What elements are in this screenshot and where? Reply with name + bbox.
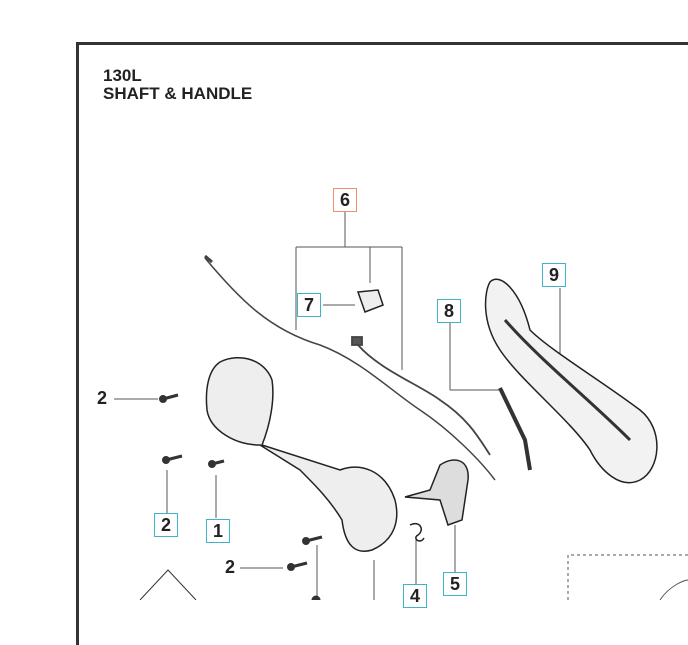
callout-4[interactable]: 4 — [403, 584, 427, 608]
label-2-screw: 2 — [97, 388, 108, 408]
diagram-title: 130L SHAFT & HANDLE — [103, 67, 252, 103]
callout-6[interactable]: 6 — [333, 188, 357, 212]
throttle-rod — [498, 387, 532, 471]
callout-8[interactable]: 8 — [437, 299, 461, 323]
stop-switch — [356, 289, 384, 313]
callout-7[interactable]: 7 — [297, 293, 321, 317]
spring — [409, 523, 425, 542]
leader-lines — [114, 212, 561, 600]
handle-housing — [484, 278, 658, 484]
callout-5[interactable]: 5 — [443, 572, 467, 596]
label-2-screw-lower: 2 — [225, 557, 236, 577]
model-name: 130L — [103, 66, 142, 85]
diagram-frame — [76, 42, 688, 645]
stop-cable — [351, 336, 491, 456]
callout-2[interactable]: 2 — [154, 513, 178, 537]
throttle-cable — [204, 254, 496, 481]
shaft-housing — [205, 357, 398, 552]
section-name: SHAFT & HANDLE — [103, 84, 253, 103]
detail-box — [567, 554, 688, 600]
bottom-triangle — [139, 569, 197, 600]
screws — [159, 393, 323, 600]
trigger-lever — [404, 459, 469, 526]
callout-1[interactable]: 1 — [206, 519, 230, 543]
callout-9[interactable]: 9 — [542, 263, 566, 287]
parts-drawing — [114, 212, 688, 600]
